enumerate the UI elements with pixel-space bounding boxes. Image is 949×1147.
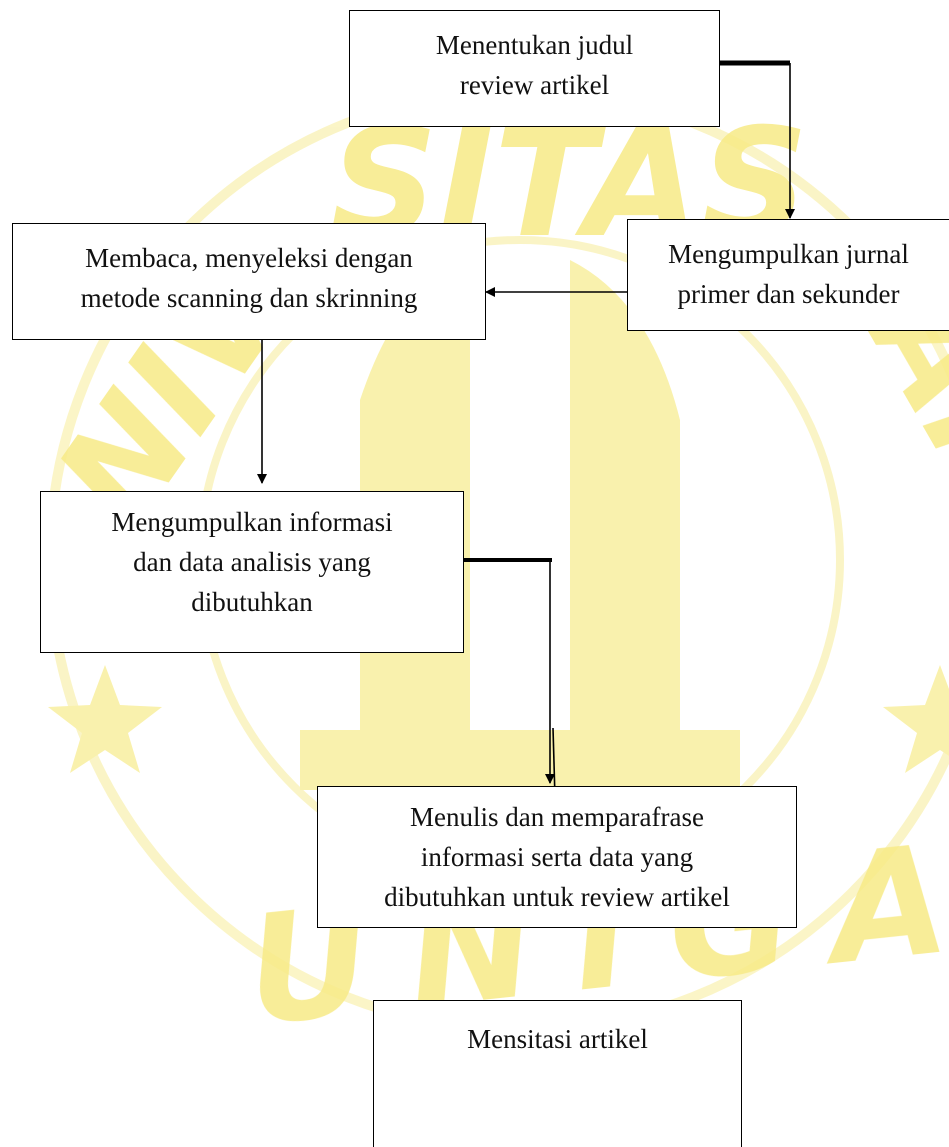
seal-emblem-right	[570, 260, 680, 780]
step-2-line-1: Mengumpulkan jurnal	[668, 239, 909, 269]
step-3-line-2: metode scanning dan skrinning	[80, 283, 418, 313]
step-5-line-2: informasi serta data yang	[420, 842, 694, 872]
step-4-line-1: Mengumpulkan informasi	[111, 507, 393, 537]
step-2-line-2: primer dan sekunder	[677, 279, 900, 309]
star-right-icon	[883, 665, 949, 773]
seal-emblem-base	[300, 730, 740, 790]
step-3-box: Membaca, menyeleksi dengan metode scanni…	[12, 223, 486, 340]
step-2-box: Mengumpulkan jurnal primer dan sekunder	[627, 219, 949, 331]
step-4-box: Mengumpulkan informasi dan data analisis…	[40, 491, 464, 653]
step-6-box: Mensitasi artikel	[373, 1000, 742, 1147]
step-1-line-2: review artikel	[459, 70, 610, 100]
step-6-line-1: Mensitasi artikel	[467, 1024, 648, 1054]
step-3-line-1: Membaca, menyeleksi dengan	[85, 243, 413, 273]
step-4-line-2: dan data analisis yang	[133, 547, 371, 577]
star-left-icon	[48, 665, 162, 773]
step-4-line-3: dibutuhkan	[191, 587, 313, 617]
step-1-line-1: Menentukan judul	[435, 30, 634, 60]
step-5-box: Menulis dan memparafrase informasi serta…	[317, 786, 797, 928]
step-5-line-3: dibutuhkan untuk review artikel	[384, 882, 730, 912]
step-1-box: Menentukan judul review artikel	[349, 10, 720, 127]
step-5-line-1: Menulis dan memparafrase	[410, 802, 704, 832]
